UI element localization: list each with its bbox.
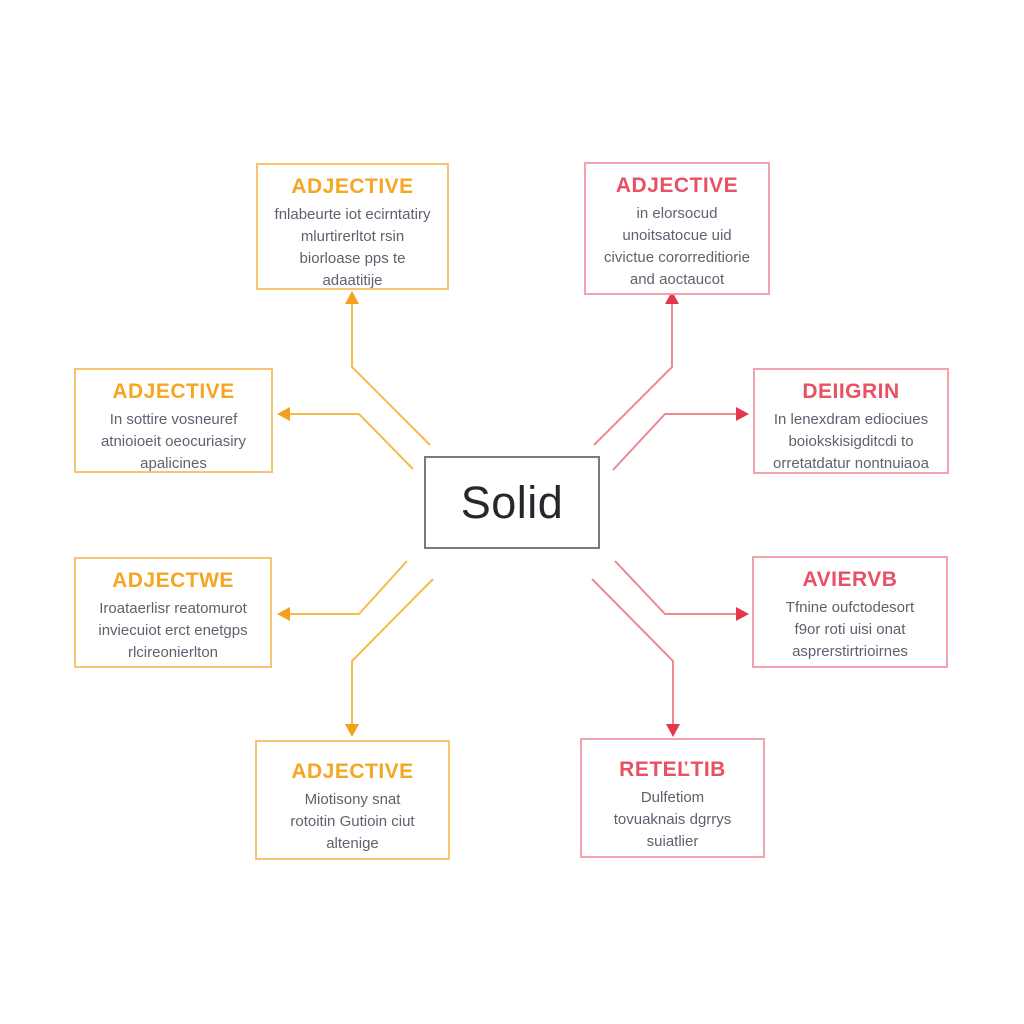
node-text-line: tovuaknais dgrrys [613, 811, 732, 828]
node-title: ADJECTWE [112, 569, 234, 592]
node-text-line: Dulfetiom [640, 789, 705, 806]
node-text-line: suiatlier [646, 833, 699, 850]
node-left-lower: ADJECTWE Iroataerlisr reatomurot inviecu… [74, 557, 272, 668]
node-title: DEIIGRIN [802, 380, 900, 403]
node-text-line: rotoitin Gutioin ciut [290, 813, 415, 830]
node-text-line: unoitsatocue uid [622, 227, 732, 244]
node-bottom-right: RETEĽTIB Dulfetiom tovuaknais dgrrys sui… [580, 738, 765, 858]
node-text-line: rlcireonierlton [127, 644, 219, 661]
node-text-line: Miotisony snat [304, 791, 401, 808]
node-text-line: boiokskisigditcdi to [788, 433, 914, 450]
node-top-left: ADJECTIVE fnlabeurte iot ecirntatiry mlu… [256, 163, 449, 290]
node-top-right: ADJECTIVE in elorsocud unoitsatocue uid … [584, 162, 770, 295]
node-title: ADJECTIVE [112, 380, 235, 403]
node-title: ADJECTIVE [615, 174, 739, 197]
connector-bottom-left-arrowhead-icon [345, 724, 359, 737]
center-label: Solid [460, 476, 564, 528]
connector-top-left-arrowhead-icon [345, 291, 359, 304]
connector-top-left-line [351, 302, 431, 446]
node-right-middle: DEIIGRIN In lenexdram ediociues boiokski… [753, 368, 949, 474]
node-text-line: inviecuiot erct enetgps [98, 622, 248, 639]
node-title: RETEĽTIB [619, 758, 726, 781]
node-text-line: adaatitije [322, 272, 383, 289]
node-text-line: mlurtirerltot rsin [300, 228, 405, 245]
connector-bottom-right-line [591, 578, 674, 726]
node-text-line: Iroataerlisr reatomurot [99, 600, 247, 617]
node-text-line: biorloase pps te [299, 250, 406, 267]
connector-bottom-left-line [351, 578, 434, 726]
connector-right-middle-arrowhead-icon [736, 407, 749, 421]
node-bottom-left: ADJECTIVE Miotisony snat rotoitin Gutioi… [255, 740, 450, 860]
node-text-line: Tfnine oufctodesort [785, 599, 915, 616]
node-text-line: civictue cororreditiorie [604, 249, 750, 266]
node-left-middle: ADJECTIVE In sottire vosneuref atnioioei… [74, 368, 273, 473]
connector-left-middle-line [288, 413, 414, 470]
node-text-line: apalicines [140, 455, 207, 472]
node-text-line: orretatdatur nontnuiaoa [773, 455, 929, 472]
node-text-line: asprerstirtrioirnes [792, 643, 908, 660]
node-text-line: atnioioeit oeocuriasiry [100, 433, 247, 450]
node-right-lower: AVIERVB Tfnine oufctodesort f9or roti ui… [752, 556, 948, 668]
node-title: ADJECTIVE [291, 760, 414, 783]
connector-bottom-right-arrowhead-icon [666, 724, 680, 737]
connector-right-lower-line [614, 560, 738, 615]
node-title: AVIERVB [802, 568, 898, 591]
connector-left-lower-arrowhead-icon [277, 607, 290, 621]
connector-right-middle-line [612, 413, 738, 471]
node-text-line: In lenexdram ediociues [773, 411, 929, 428]
node-text-line: altenige [326, 835, 379, 852]
connector-right-lower-arrowhead-icon [736, 607, 749, 621]
node-text-line: In sottire vosneuref [109, 411, 238, 428]
node-text-line: in elorsocud [636, 205, 718, 222]
center-node: Solid [424, 456, 600, 549]
connector-left-lower-line [288, 560, 408, 615]
node-text-line: f9or roti uisi onat [794, 621, 906, 638]
node-text-line: fnlabeurte iot ecirntatiry [274, 206, 431, 223]
connector-left-middle-arrowhead-icon [277, 407, 290, 421]
node-title: ADJECTIVE [291, 175, 414, 198]
connector-top-right-line [593, 302, 673, 446]
connector-top-right-arrowhead-icon [665, 291, 679, 304]
node-text-line: and aoctaucot [629, 271, 725, 288]
